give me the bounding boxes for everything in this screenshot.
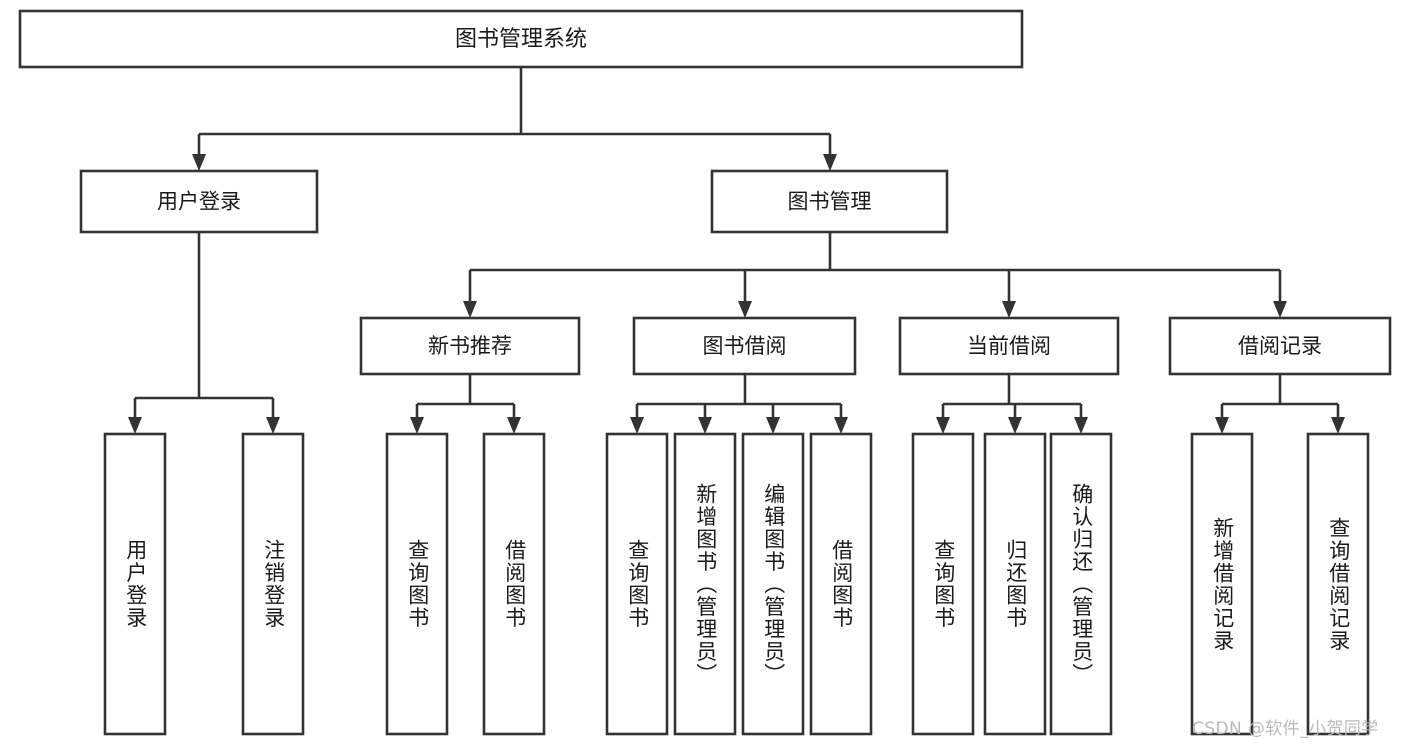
node-box-layer (18, 9, 1392, 736)
arrow-down-icon (192, 154, 206, 171)
arrow-down-icon (1008, 417, 1022, 434)
arrow-down-icon (463, 301, 477, 318)
node-leaf-user-login-box[interactable] (103, 432, 167, 736)
arrow-down-icon (1074, 417, 1088, 434)
arrow-down-icon (834, 417, 848, 434)
node-new-book-recommend-box[interactable] (359, 316, 581, 376)
arrow-down-icon (738, 301, 752, 318)
node-new-book-recommend-label: 新书推荐 (428, 334, 512, 358)
arrow-down-icon (128, 417, 142, 434)
node-leaf-borrow-book-1-box[interactable] (482, 432, 546, 736)
node-current-borrow-box[interactable] (898, 316, 1120, 376)
node-book-borrow-box[interactable] (632, 316, 857, 376)
node-leaf-add-record-box[interactable] (1190, 432, 1254, 736)
node-book-borrow-label: 图书借阅 (703, 334, 787, 358)
arrow-down-icon (936, 417, 950, 434)
arrow-down-icon (266, 417, 280, 434)
node-book-manage-label: 图书管理 (788, 190, 872, 214)
node-leaf-return-book-box[interactable] (983, 432, 1047, 736)
arrow-down-icon (823, 154, 837, 171)
arrow-down-icon (766, 417, 780, 434)
arrow-down-icon (1215, 417, 1229, 434)
arrow-down-icon (507, 417, 521, 434)
node-leaf-query-book-1-box[interactable] (385, 432, 449, 736)
node-borrow-records-label: 借阅记录 (1238, 334, 1322, 358)
arrow-down-icon (410, 417, 424, 434)
node-user-login-box[interactable] (79, 169, 319, 234)
arrow-down-icon (1002, 301, 1016, 318)
node-book-manage-box[interactable] (710, 169, 949, 234)
arrow-down-icon (1331, 417, 1345, 434)
node-leaf-query-book-2-box[interactable] (605, 432, 669, 736)
node-leaf-query-book-3-box[interactable] (911, 432, 975, 736)
node-leaf-logout-box[interactable] (241, 432, 305, 736)
node-leaf-edit-book-box[interactable] (741, 432, 805, 736)
node-leaf-confirm-return-box[interactable] (1049, 432, 1113, 736)
node-user-login-label: 用户登录 (157, 190, 241, 214)
arrow-down-icon (698, 417, 712, 434)
arrow-down-icon (630, 417, 644, 434)
node-root-box[interactable] (18, 9, 1024, 69)
csdn-watermark: CSDN @软件_小贺同学 (1192, 719, 1379, 739)
node-leaf-add-book-box[interactable] (673, 432, 737, 736)
node-borrow-records-box[interactable] (1168, 316, 1392, 376)
node-leaf-query-record-box[interactable] (1306, 432, 1370, 736)
node-root-label: 图书管理系统 (455, 27, 587, 52)
connector-layer (128, 67, 1345, 434)
arrow-down-icon (1273, 301, 1287, 318)
node-current-borrow-label: 当前借阅 (967, 334, 1051, 358)
node-leaf-borrow-book-2-box[interactable] (809, 432, 873, 736)
